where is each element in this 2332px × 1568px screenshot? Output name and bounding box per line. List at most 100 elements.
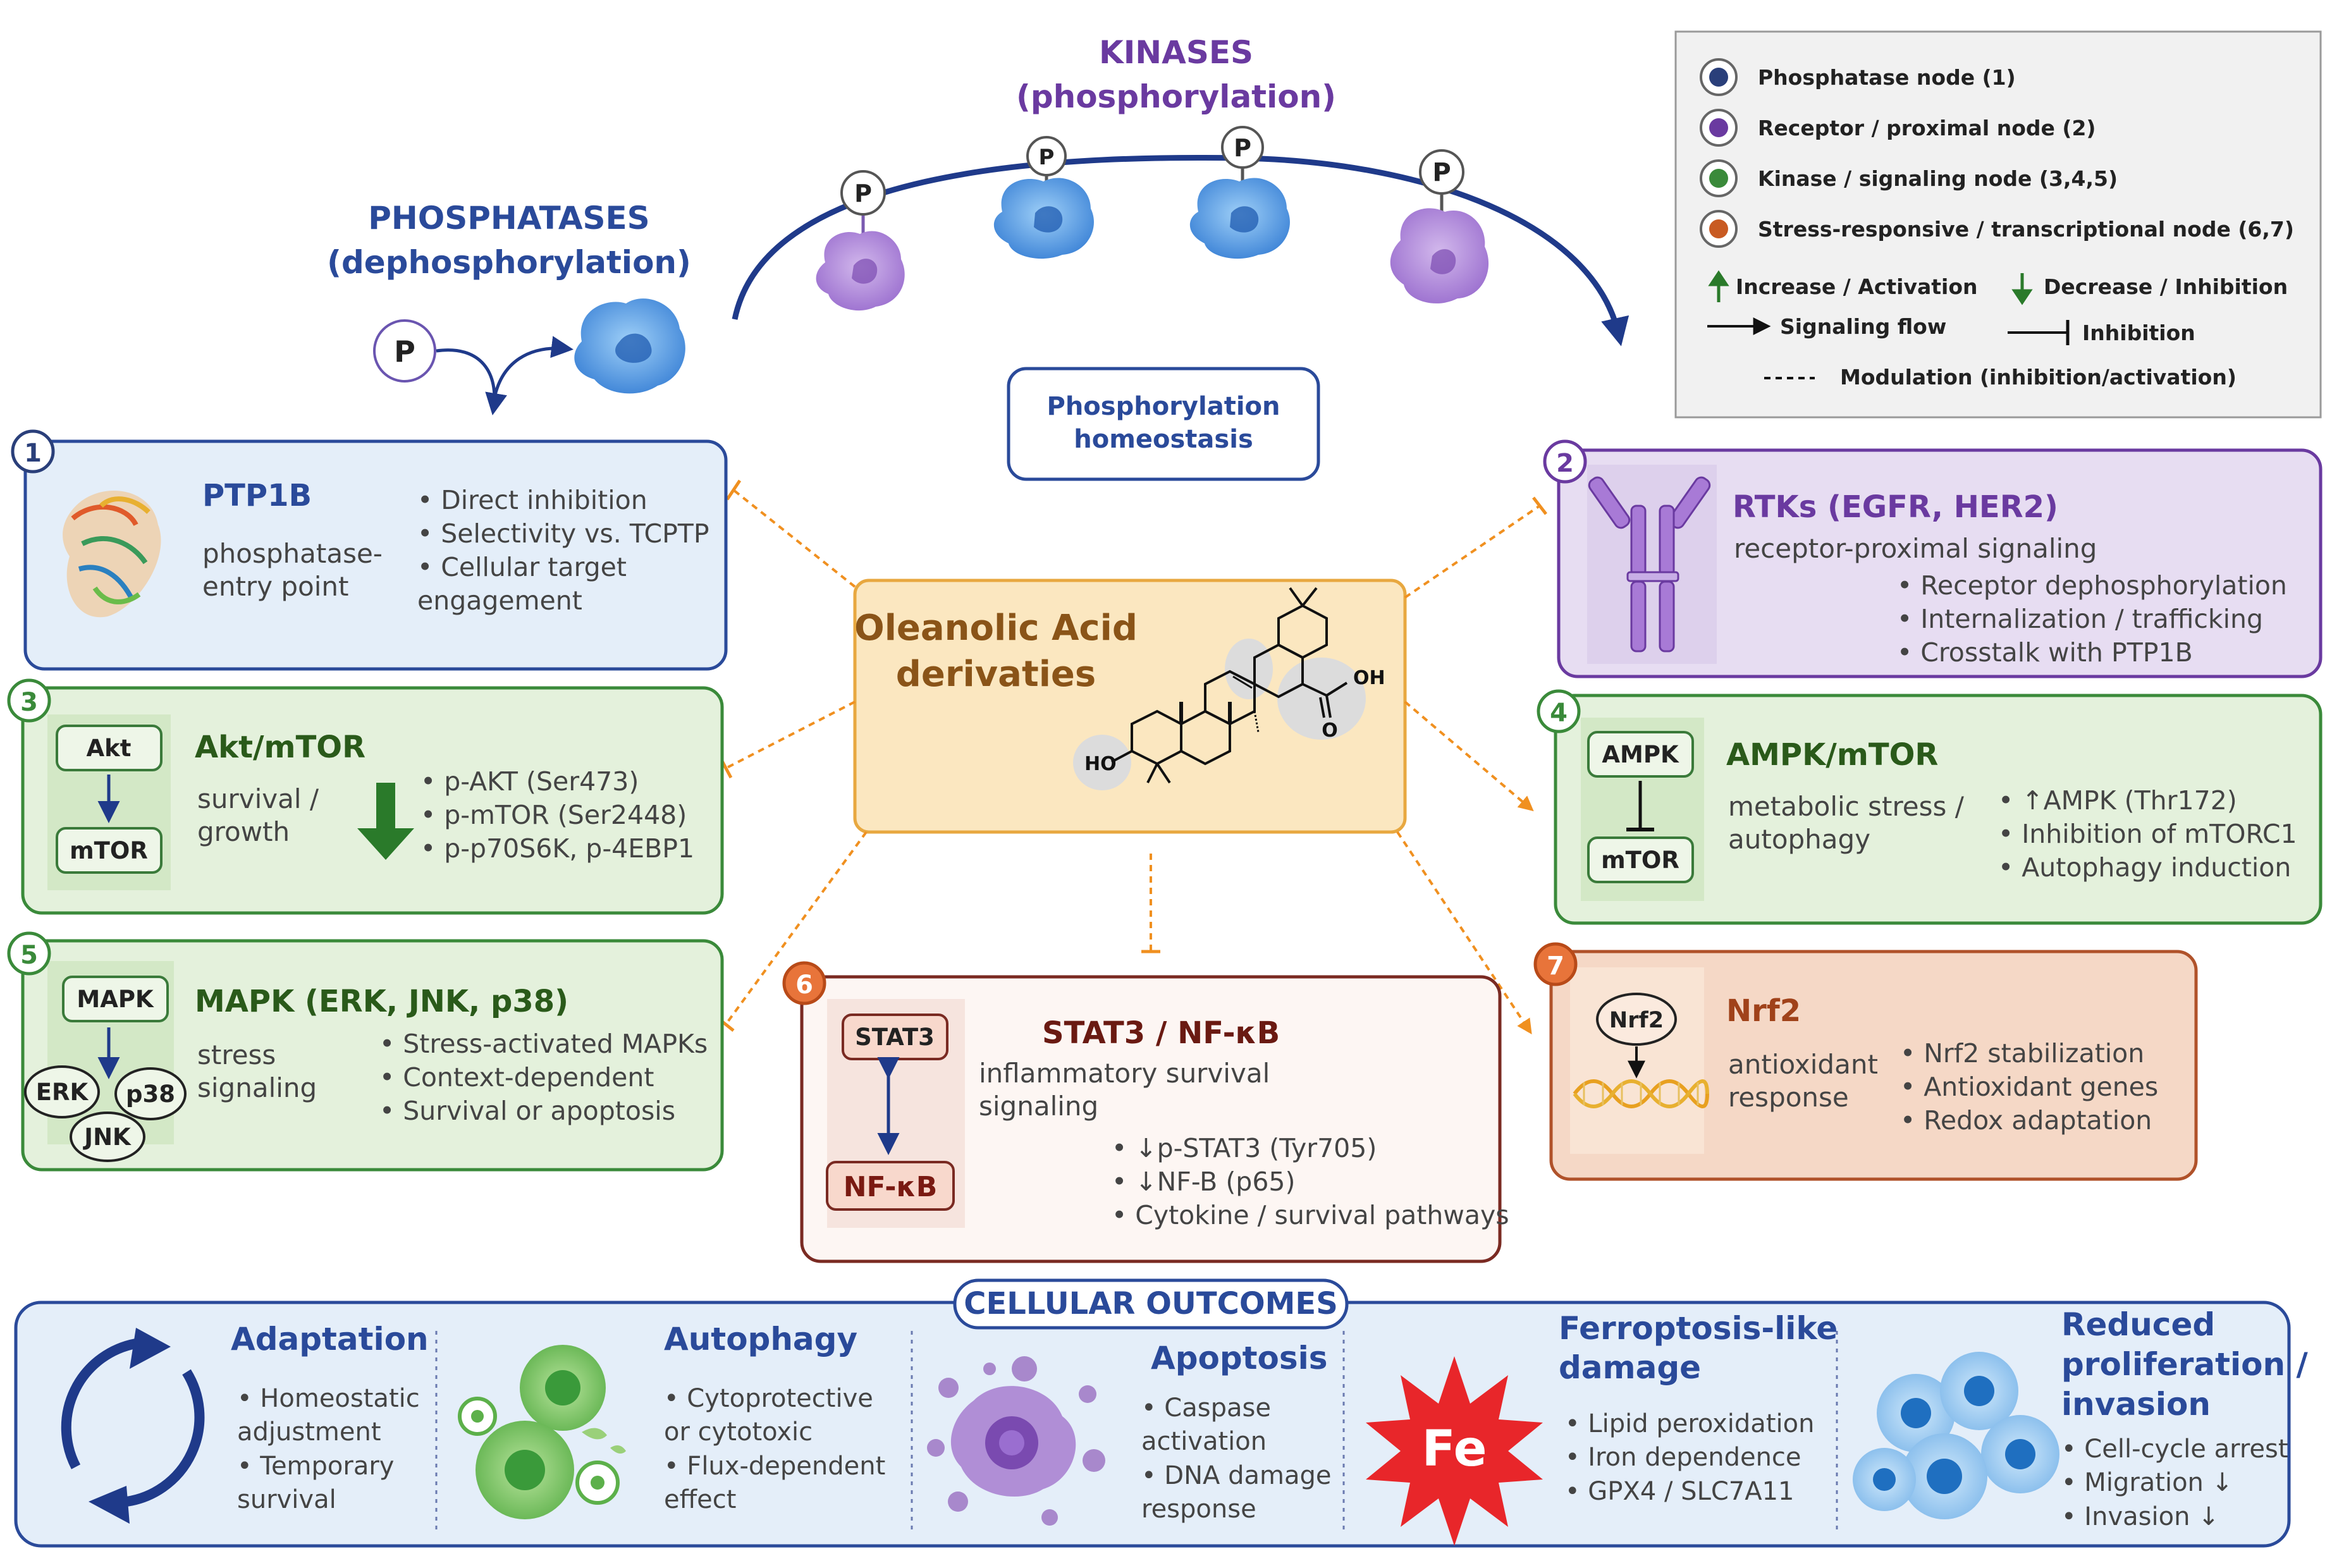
node-akt [56,725,163,771]
cell-cluster-icon [1853,1352,2059,1519]
legend-node-row: Kinase / signaling node (3,4,5) [1700,159,2118,197]
panel-subtitle: phosphatase- [202,538,383,569]
outcome-bullet: or cytotoxic [664,1418,813,1447]
svg-text:P: P [394,334,415,369]
outcome-title: Ferroptosis-like [1559,1310,1838,1347]
svg-text:1: 1 [24,439,42,468]
panel-subtitle: stress [197,1039,276,1070]
panel-bullet: engagement [417,585,582,616]
outcome-title: Apoptosis [1151,1340,1328,1376]
svg-text:STAT3: STAT3 [855,1024,935,1051]
inhibition-line-icon [1626,781,1654,831]
panel-subtitle: signaling [197,1072,317,1103]
panel-subtitle: metabolic stress / [1728,791,1965,822]
panel-number-badge: 5 [7,931,51,976]
panel-bullet: • p-AKT (Ser473) [420,766,639,797]
outcome-title: invasion [2061,1386,2211,1423]
structure-oh-label: OH [1353,667,1385,689]
panel-bullet: • p-p70S6K, p-4EBP1 [420,833,694,864]
svg-text:2: 2 [1556,449,1574,478]
legend-decrease: Decrease / Inhibition [2044,274,2288,299]
panel-stat3-nfkb: STAT3 NF-κB STAT3 / NF-κB inflammatory s… [800,975,1509,1263]
node-erk [24,1065,100,1118]
kinase-enzyme-icon: P [816,170,905,311]
homeostasis-box [1007,367,1320,481]
svg-text:p38: p38 [126,1081,175,1108]
outcome-bullet: survival [237,1485,336,1514]
outcome-bullet: • Lipid peroxidation [1565,1409,1814,1438]
legend-signaling-flow: Signaling flow [1780,314,1946,339]
legend-node-row: Phosphatase node (1) [1700,58,2016,96]
outcome-bullet: • Cytoprotective [664,1384,873,1413]
panel-title: RTKs (EGFR, HER2) [1733,489,2058,525]
panel-bullet: • Autophagy induction [1998,852,2291,883]
dna-icon [1573,1079,1709,1108]
phosphatases-title: PHOSPHATASES [368,200,649,236]
outcome-bullet: • Cell-cycle arrest [2061,1435,2288,1464]
phosphatase-arrow [491,336,574,405]
svg-text:P: P [1234,134,1251,162]
cycle-arrows-icon [61,1328,205,1524]
panel-number-badge: 2 [1543,439,1587,484]
panel-subtitle: response [1728,1082,1849,1113]
svg-text:P: P [1432,158,1451,187]
panel-akt-mtor: Akt mTOR Akt/mTOR survival / growth • p-… [21,686,724,915]
node-mapk [62,976,169,1022]
svg-text:MAPK: MAPK [77,986,154,1013]
svg-text:P: P [1039,145,1055,170]
outcome-bullet: • Flux-dependent [664,1452,885,1481]
panel-bullet: • Receptor dephosphorylation [1897,570,2287,601]
svg-text:Fe: Fe [1421,1421,1487,1478]
outcome-title: proliferation / [2061,1346,2309,1383]
receptor-icon [1588,476,1711,652]
panel-bullet: • Stress-activated MAPKs [379,1029,708,1059]
outcome-title: Autophagy [664,1321,857,1357]
panel-bullet: • ↓p-STAT3 (Tyr705) [1112,1133,1377,1163]
dephosphorylation-arrow [436,348,507,415]
outcome-bullet: • Migration ↓ [2061,1468,2233,1497]
outcome-title: damage [1559,1349,1701,1386]
node-p38 [114,1067,187,1120]
svg-text:mTOR: mTOR [1601,847,1679,874]
panel-subtitle: signaling [979,1091,1098,1122]
panel-bullet: • Cytokine / survival pathways [1112,1200,1509,1230]
outcome-title: Reduced [2061,1306,2215,1343]
svg-text:JNK: JNK [82,1124,132,1151]
node-mtor [1587,836,1694,883]
outcome-bullet: • Invasion ↓ [2061,1502,2219,1531]
phosphate-group-icon: P [373,319,436,383]
panel-bullet: • Crosstalk with PTP1B [1897,637,2193,668]
structure-ho-label: HO [1084,753,1117,775]
legend-inhibition: Inhibition [2082,321,2195,345]
legend-node-dot [1709,169,1728,188]
ptp1b-protein-icon [63,491,161,618]
node-jnk [70,1112,145,1162]
panel-title: AMPK/mTOR [1726,737,1938,773]
outcome-bullet: • GPX4 / SLC7A11 [1565,1477,1795,1506]
panel-subtitle: survival / [197,783,319,814]
svg-text:Akt: Akt [87,735,132,762]
panel-bullet: • p-mTOR (Ser2448) [420,800,687,830]
structure-o-label: O [1322,720,1338,742]
panel-number-badge: 6 [782,961,826,1005]
outcome-bullet: • DNA damage [1141,1461,1332,1490]
svg-text:Nrf2: Nrf2 [1609,1008,1664,1033]
decrease-arrow-icon [2011,273,2033,305]
panel-title: Nrf2 [1726,993,1801,1029]
kinase-enzyme-icon: P [1189,126,1290,259]
legend-node-row: Receptor / proximal node (2) [1700,109,2096,147]
legend-node-label: Phosphatase node (1) [1758,65,2016,90]
panel-subtitle: entry point [202,571,349,602]
panel-bullet: • Context-dependent [379,1062,654,1093]
panel-bullet: • Redox adaptation [1900,1105,2152,1136]
svg-text:6: 6 [795,971,813,1000]
panel-bullet: • ↑AMPK (Thr172) [1998,785,2237,816]
decrease-arrow-icon [357,783,414,860]
panel-number-badge: 7 [1533,942,1578,986]
phosphatases-subtitle: (dephosphorylation) [327,244,691,281]
outcome-bullet: effect [664,1485,736,1514]
svg-text:AMPK: AMPK [1602,741,1679,768]
svg-text:3: 3 [20,688,38,717]
panel-bullet: • Survival or apoptosis [379,1096,675,1126]
